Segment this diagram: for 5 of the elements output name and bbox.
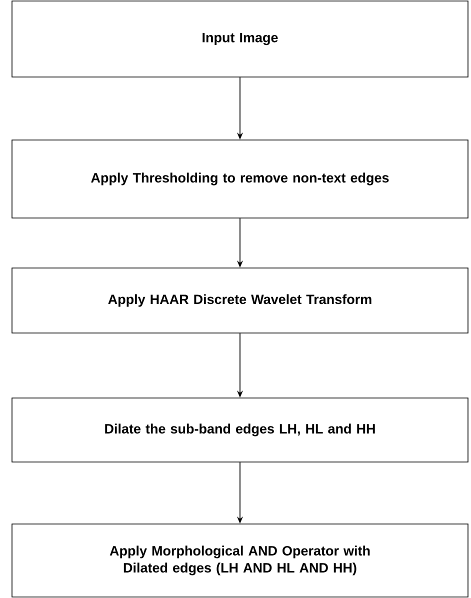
process-box: Apply Morphological AND Operator with Dilated edges (LH AND HL AND HH): [12, 524, 468, 598]
process-box: Apply HAAR Discrete Wavelet Transform: [12, 268, 468, 334]
process-box: Dilate the sub-band edges LH, HL and HH: [12, 398, 468, 462]
process-box: Apply Thresholding to remove non-text edges: [12, 140, 468, 218]
process-box: Input Image: [12, 0, 468, 78]
